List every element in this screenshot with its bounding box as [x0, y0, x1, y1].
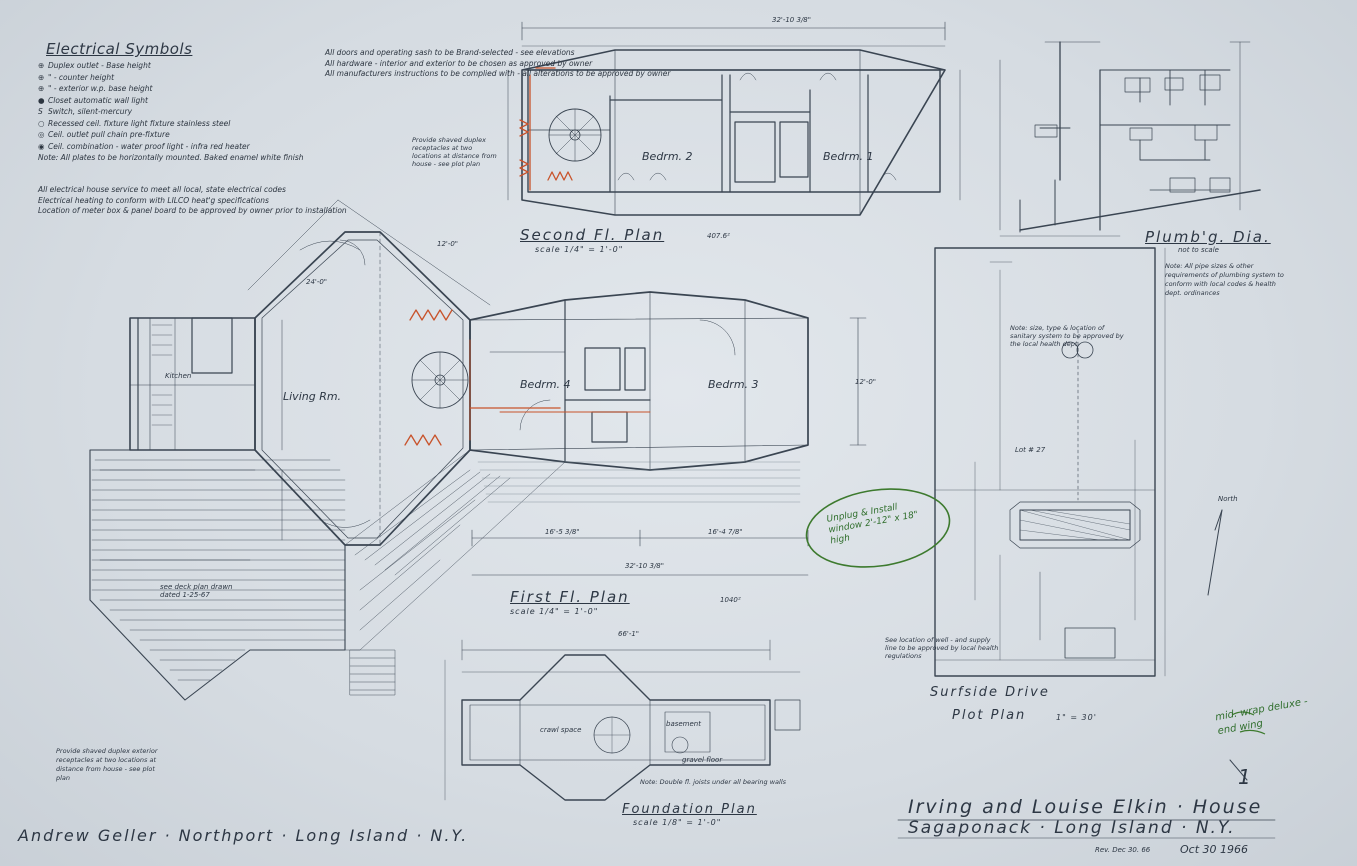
red-markup-second	[519, 67, 573, 191]
room-label: Living Rm.	[283, 390, 342, 403]
dim-label: 16'-4 7/8"	[708, 528, 743, 536]
first-floor-title: First Fl. Plan	[510, 588, 630, 606]
deck-hatch	[89, 449, 566, 701]
green-annotation	[805, 488, 1266, 735]
plumbing-title: Plumb'g. Dia.	[1145, 228, 1271, 246]
general-note: All hardware - interior and exterior to …	[325, 58, 593, 68]
general-note: All doors and operating sash to be Brand…	[325, 48, 575, 57]
plot-plan	[934, 247, 1223, 677]
plot-note-bottom: See location of well - and supply line t…	[885, 636, 999, 660]
legend-item-label: " - exterior w.p. base height	[48, 84, 153, 93]
architect-credit: Andrew Geller · Northport · Long Island …	[18, 826, 469, 845]
second-floor-plan	[507, 21, 961, 216]
plot-title: Plot Plan	[952, 708, 1027, 723]
foundation-overall-dim: 66'-1"	[618, 630, 640, 638]
foundation-scale: scale 1/8" = 1'-0"	[633, 818, 722, 827]
first-floor-scale: scale 1/4" = 1'-0"	[510, 607, 599, 616]
duplex-outlet-icon: ⊕	[38, 61, 45, 70]
second-floor-title: Second Fl. Plan	[520, 226, 665, 244]
legend-item-label: Ceil. combination - water proof light - …	[48, 141, 250, 151]
room-label: Bedrm. 2	[642, 150, 693, 163]
legend-list: ⊕Duplex outlet - Base height ⊕" - counte…	[38, 60, 304, 164]
side-note: Provide shaved duplex receptacles at two…	[412, 136, 497, 168]
legend-item-label: Ceil. outlet pull chain pre-fixture	[48, 130, 170, 139]
red-markup-first	[404, 309, 651, 446]
foundation-note: Note: Double fl. joists under all bearin…	[640, 778, 787, 786]
legend-item-label: Switch, silent-mercury	[48, 107, 133, 116]
duplex-outlet-icon: ⊕	[38, 72, 45, 82]
legend-item: ◉Ceil. combination - water proof light -…	[38, 141, 304, 153]
deck-note: see deck plan drawn dated 1-25-67	[160, 583, 233, 599]
deck-strip	[477, 461, 801, 503]
first-floor-area: 1040²	[720, 596, 741, 604]
plot-lot: Lot # 27	[1015, 446, 1046, 454]
plumbing-scale: not to scale	[1178, 246, 1219, 254]
legend-title: Electrical Symbols	[46, 40, 193, 58]
legend-item: ◎Ceil. outlet pull chain pre-fixture	[38, 129, 304, 141]
legend-note: Note: All plates to be horizontally moun…	[38, 153, 304, 162]
legend-bullets: All electrical house service to meet all…	[38, 185, 347, 217]
project-location: Sagaponack · Long Island · N.Y.	[908, 818, 1236, 838]
closet-light-icon: ●	[38, 95, 45, 105]
plot-note-top: Note: size, type & location of sanitary …	[1010, 324, 1124, 348]
dim-label: 32'-10 3/8"	[625, 562, 664, 570]
drawing-date: Oct 30 1966	[1180, 843, 1249, 856]
deck-footnote: Provide shaved duplex exterior receptacl…	[56, 747, 158, 782]
legend-item-label: Recessed ceil. fixture light fixture sta…	[48, 118, 231, 128]
sheet-number: 1	[1238, 765, 1251, 789]
foundation-title: Foundation Plan	[622, 802, 757, 817]
room-label: Bedrm. 1	[823, 150, 874, 163]
switch-icon: S	[38, 107, 43, 116]
comb-fixture-icon: ◉	[38, 141, 45, 151]
dim-label: 16'-5 3/8"	[545, 528, 580, 536]
recessed-fixture-icon: ○	[38, 118, 45, 128]
dim-label: 24'-0"	[306, 278, 328, 286]
second-floor-overall-dim: 32'-10 3/8"	[772, 16, 811, 24]
plumbing-diagram	[999, 41, 1261, 237]
legend-item: ⊕" - exterior w.p. base height	[38, 83, 304, 95]
legend-item: ●Closet automatic wall light	[38, 95, 304, 107]
legend-bullet: Location of meter box & panel board to b…	[38, 206, 347, 215]
revision-date: Rev. Dec 30. 66	[1095, 846, 1151, 854]
sheet-mark	[1229, 759, 1248, 781]
plot-scale: 1" = 30'	[1056, 713, 1097, 722]
general-notes: All doors and operating sash to be Brand…	[325, 48, 670, 80]
legend-item-label: " - counter height	[48, 72, 115, 82]
second-floor-area: 407.6²	[707, 232, 730, 240]
room-label: Kitchen	[165, 372, 192, 380]
ceil-outlet-icon: ◎	[38, 130, 45, 139]
plumbing-note: Note: All pipe sizes & other requirement…	[1165, 262, 1284, 297]
foundation-label: basement	[666, 720, 701, 728]
dim-label: 12'-0"	[855, 378, 877, 386]
second-floor-scale: scale 1/4" = 1'-0"	[535, 245, 624, 254]
general-note: All manufacturers instructions to be com…	[325, 69, 671, 78]
legend-bullet: Electrical heating to conform with LILCO…	[38, 195, 269, 205]
room-label: Bedrm. 4	[520, 378, 571, 391]
foundation-plan	[444, 639, 801, 801]
foundation-label: crawl space	[540, 726, 582, 734]
duplex-outlet-icon: ⊕	[38, 84, 45, 93]
legend-item-label: Closet automatic wall light	[48, 95, 148, 105]
plot-street: Surfside Drive	[930, 685, 1050, 700]
legend-item: ⊕" - counter height	[38, 72, 304, 84]
plot-north: North	[1218, 495, 1238, 503]
legend-bullet: All electrical house service to meet all…	[38, 185, 286, 194]
legend-item: ○Recessed ceil. fixture light fixture st…	[38, 118, 304, 130]
foundation-label: gravel floor	[682, 756, 723, 764]
legend-item: ⊕Duplex outlet - Base height	[38, 60, 304, 72]
legend-item-label: Duplex outlet - Base height	[48, 61, 151, 70]
room-label: Bedrm. 3	[708, 378, 759, 391]
dim-label: 12'-0"	[437, 240, 459, 248]
project-title: Irving and Louise Elkin · House	[908, 796, 1263, 818]
legend-item: S Switch, silent-mercury	[38, 106, 304, 118]
